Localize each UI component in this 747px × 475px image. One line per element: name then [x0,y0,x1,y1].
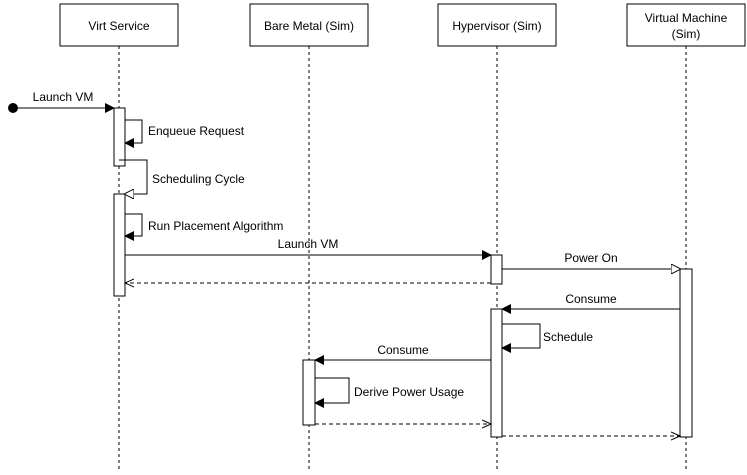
message-schedule-label: Schedule [543,330,593,344]
message-scheduling-cycle [119,159,148,194]
message-schedule [501,323,541,353]
participant-virtual-machine [626,3,746,47]
message-enqueue-request [124,119,143,148]
participant-virt-service [59,3,179,47]
activation-hypervisor-2 [490,308,503,438]
participant-bare-metal [249,3,369,47]
message-derive-power [314,377,350,408]
message-launch-vm-label: Launch VM [278,237,339,251]
message-consume-bm-label: Consume [377,343,429,357]
activation-virt-service-2 [113,193,126,297]
participant-virt-service-label: Virt Service [88,19,149,33]
activation-bare-metal [302,359,316,426]
message-run-placement [124,213,143,241]
message-derive-power-label: Derive Power Usage [354,385,464,399]
message-power-on-label: Power On [564,251,617,265]
message-consume-vm-label: Consume [565,292,617,306]
activation-hypervisor-1 [490,254,503,285]
message-launch-vm-found-label: Launch VM [33,90,94,104]
participant-virtual-machine-label-2: (Sim) [672,27,701,41]
participant-bare-metal-label: Bare Metal (Sim) [264,19,354,33]
participant-hypervisor-label: Hypervisor (Sim) [452,19,541,33]
participant-virtual-machine-label-1: Virtual Machine [645,11,728,25]
message-run-placement-label: Run Placement Algorithm [148,219,283,233]
activation-virt-service-1 [113,107,126,167]
message-scheduling-cycle-label: Scheduling Cycle [152,172,245,186]
activation-virtual-machine [679,268,693,438]
message-enqueue-request-label: Enqueue Request [148,124,245,138]
participant-hypervisor [437,3,557,47]
